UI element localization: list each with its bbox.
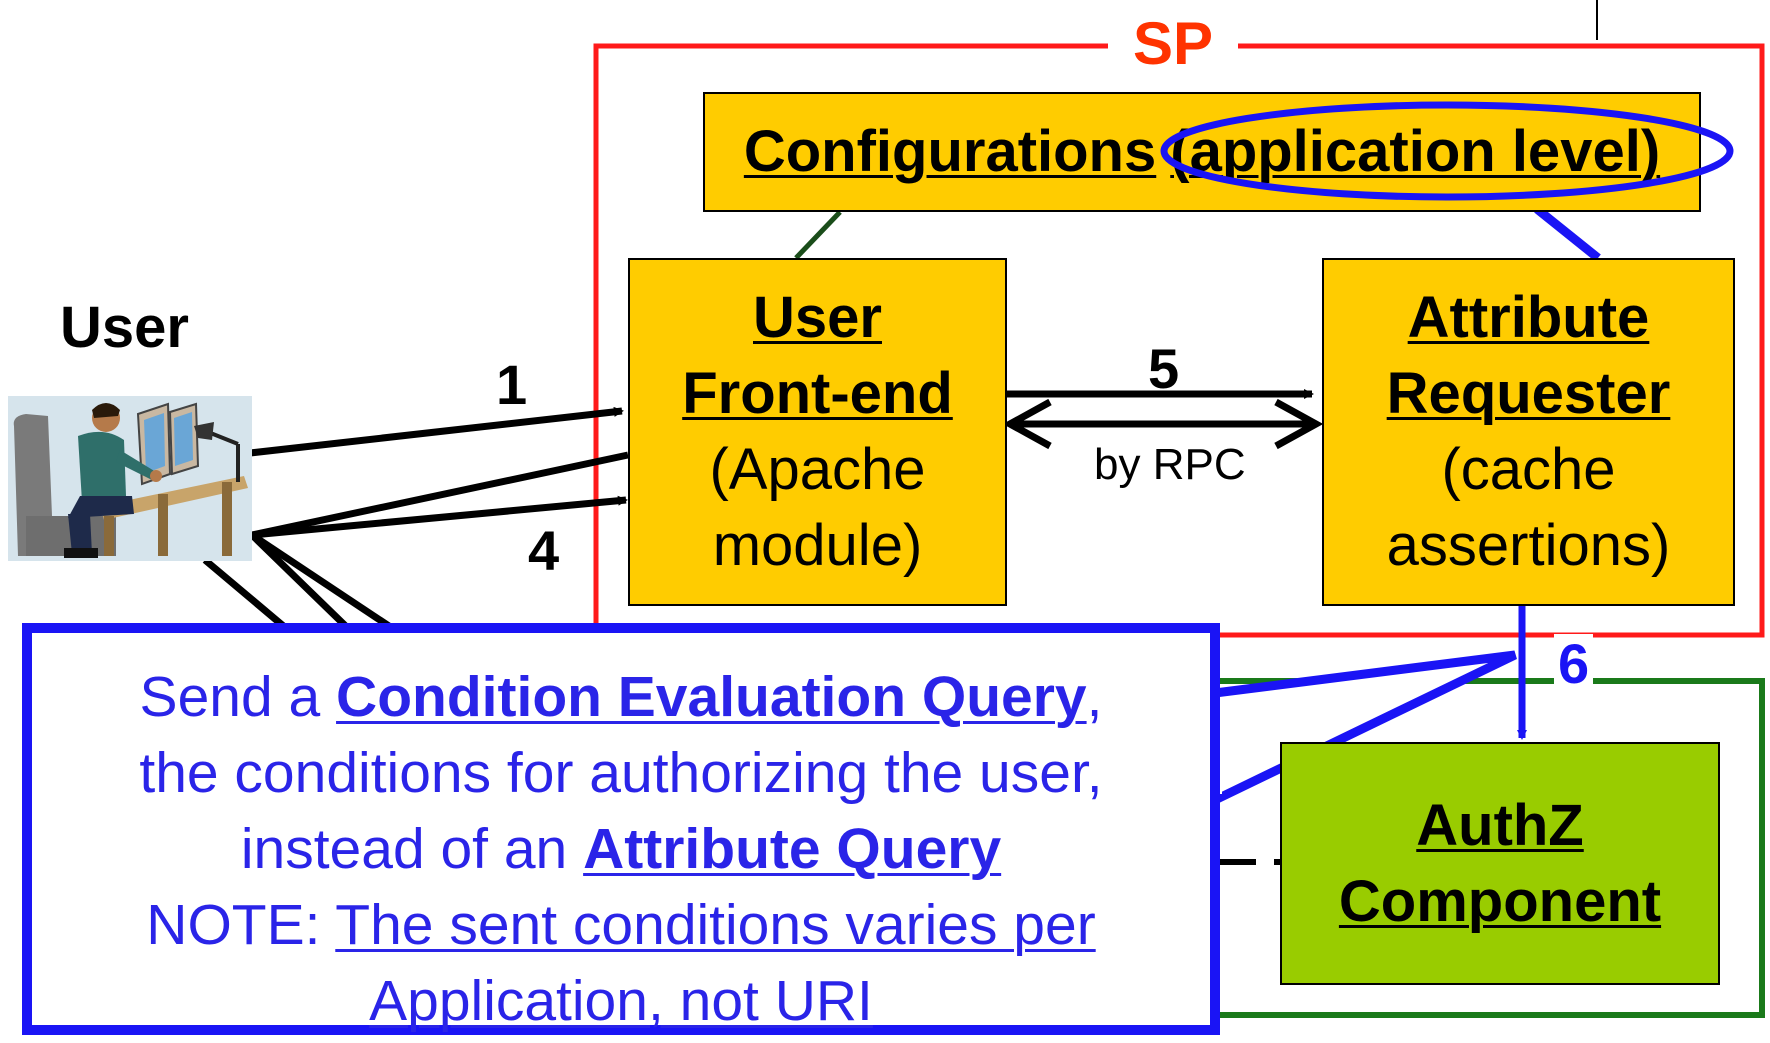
step-5-label: 5 <box>1148 337 1180 400</box>
frontend-title-2: Front-end <box>682 361 953 426</box>
arrow-rpc-fwd-head <box>1274 398 1324 450</box>
config-to-frontend-link <box>794 210 842 260</box>
authz-title-1: AuthZ <box>1416 792 1584 858</box>
rpc-label: by RPC <box>1094 440 1246 489</box>
highlight-ellipse <box>1160 101 1734 201</box>
config-to-requester-link <box>1534 205 1601 262</box>
step-1-label: 1 <box>496 353 528 416</box>
callout-line-4: NOTE: The sent conditions varies per <box>32 887 1210 963</box>
arrow-step-1 <box>249 406 624 457</box>
user-at-computer-icon <box>8 396 252 561</box>
note-link-line-2[interactable]: Application, not URI <box>369 969 873 1033</box>
requester-title-2: Requester <box>1386 361 1671 426</box>
arrow-rpc-back-head <box>1002 398 1052 450</box>
callout-line1-post: , <box>1086 665 1103 729</box>
authz-component-box: AuthZ Component <box>1280 742 1720 985</box>
frontend-title-1: User <box>753 285 882 350</box>
step-4-label: 4 <box>528 519 560 582</box>
callout-line-2: the conditions for authorizing the user, <box>139 741 1103 805</box>
condition-evaluation-query-link[interactable]: Condition Evaluation Query <box>336 665 1087 729</box>
callout-line4-pre: NOTE: <box>146 893 336 957</box>
idp-frame <box>1200 678 1765 1018</box>
note-link-line-1[interactable]: The sent conditions varies per <box>335 893 1096 957</box>
configurations-box: Configurations (application level) <box>703 92 1701 212</box>
authz-title-2: Component <box>1338 868 1662 934</box>
step-6-label: 6 <box>1554 634 1594 694</box>
arrow-step-4 <box>251 495 628 539</box>
requester-sub-2: assertions) <box>1386 513 1671 578</box>
requester-title-1: Attribute <box>1407 285 1650 350</box>
callout-line-5: Application, not URI <box>32 963 1210 1039</box>
configurations-scope-label: (application level) <box>1170 119 1661 184</box>
arrow-return-line <box>251 451 629 539</box>
attribute-query-link[interactable]: Attribute Query <box>583 817 1002 881</box>
user-link-down-1 <box>250 532 412 643</box>
user-link-down-2 <box>249 532 363 643</box>
requester-sub-1: (cache <box>1441 437 1616 502</box>
user-frontend-box: User Front-end (Apache module) <box>628 258 1007 606</box>
frontend-sub-1: (Apache <box>709 437 926 502</box>
callout-box: Send a Condition Evaluation Query, the c… <box>22 623 1220 1035</box>
sp-label: SP <box>1108 12 1238 76</box>
callout-line3-pre: instead of an <box>240 817 584 881</box>
configurations-label: Configurations <box>743 119 1157 184</box>
frontend-sub-2: module) <box>712 513 923 578</box>
callout-line-3: instead of an Attribute Query <box>32 811 1210 887</box>
callout-line1-pre: Send a <box>139 665 337 729</box>
callout-line-1: Send a Condition Evaluation Query, <box>32 659 1210 735</box>
attribute-requester-box: Attribute Requester (cache assertions) <box>1322 258 1735 606</box>
user-label: User <box>60 295 189 360</box>
